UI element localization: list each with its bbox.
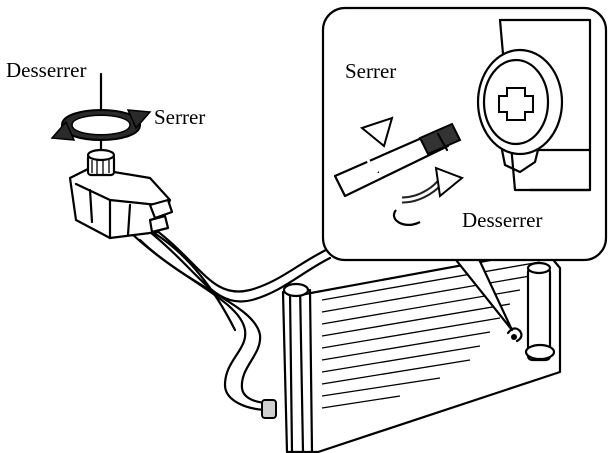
cap-loosen-label: Desserrer [6,58,86,82]
coolant-hoses [128,220,332,419]
expansion-tank [50,72,174,240]
filler-cap [86,148,116,177]
phillips-screw-icon [476,48,564,174]
detail-loosen-label: Desserrer [462,208,542,232]
detail-tighten-label: Serrer [345,59,396,83]
radiator-fins [321,261,541,409]
circular-arrows-icon [359,116,464,226]
radiator [281,248,562,453]
cap-tighten-label: Serrer [154,105,205,129]
screwdriver [333,122,462,198]
detail-inset [321,6,608,262]
circular-arrows-icon [50,109,152,141]
